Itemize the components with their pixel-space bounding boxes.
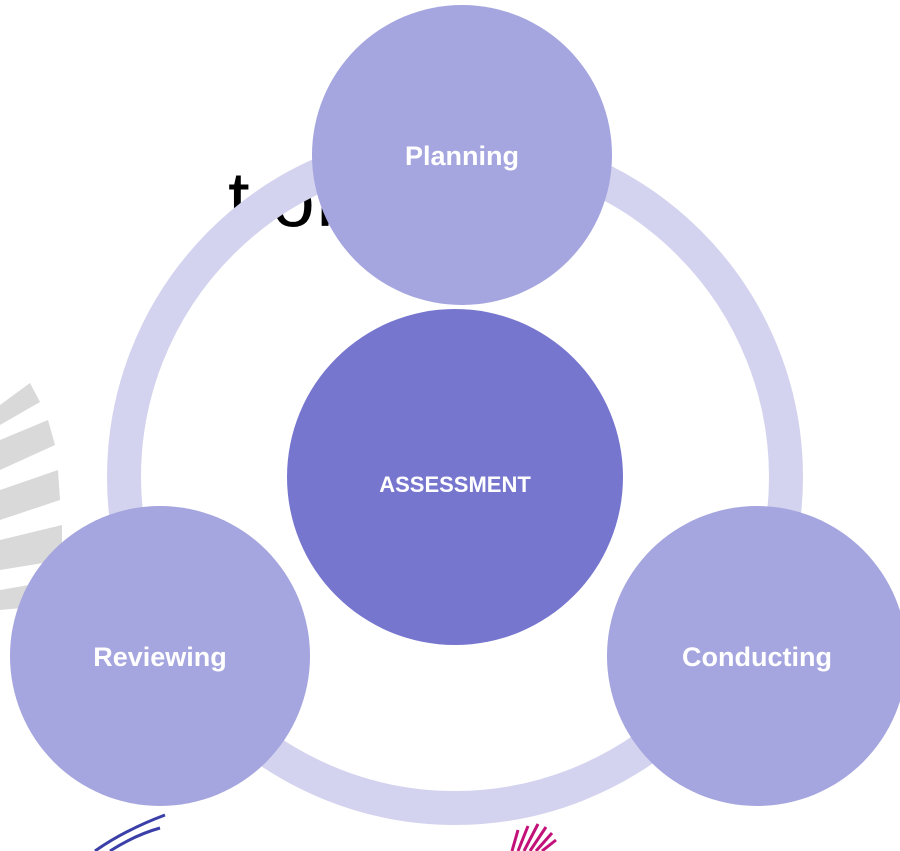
- stage-planning-circle: [312, 5, 612, 305]
- center-circle: [287, 309, 623, 645]
- stage-reviewing: Reviewing: [10, 506, 310, 806]
- stage-conducting: Conducting: [607, 506, 900, 806]
- stage-planning-label: Planning: [405, 141, 519, 171]
- center-label: ASSESSMENT: [379, 472, 531, 497]
- pink-thistle-logo-fragment: [510, 823, 557, 851]
- stage-conducting-label: Conducting: [682, 642, 832, 672]
- stage-conducting-circle: [607, 506, 900, 806]
- stage-planning: Planning: [312, 5, 612, 305]
- stage-reviewing-label: Reviewing: [93, 642, 227, 672]
- blue-swoosh-logo-fragment: [94, 813, 166, 851]
- stage-reviewing-circle: [10, 506, 310, 806]
